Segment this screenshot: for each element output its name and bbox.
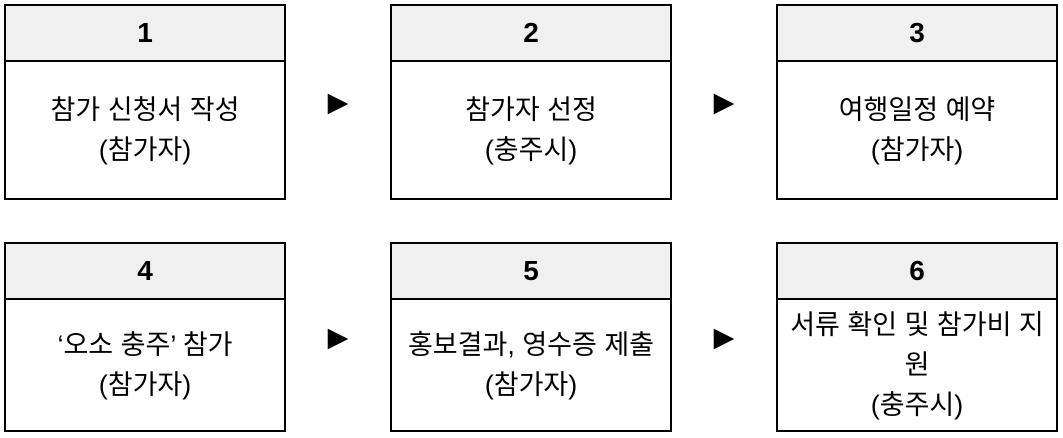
arrow-right-icon: ▶ [713, 86, 735, 117]
step-subtitle-1: (참가자) [98, 135, 192, 165]
step-body-5: 홍보결과, 영수증 제출 (참가자) [392, 300, 670, 430]
step-title-4: ‘오소 충주’ 참가 [57, 330, 233, 360]
step-box-3: 3 여행일정 예약 (참가자) [776, 4, 1058, 200]
arrow-cell-1: ▶ [286, 4, 390, 200]
step-title-1: 참가 신청서 작성 [50, 95, 240, 125]
step-subtitle-3: (참가자) [870, 135, 964, 165]
arrow-cell-3: ▶ [286, 242, 390, 432]
step-number-4: 4 [6, 244, 284, 300]
step-title-6: 서류 확인 및 참가비 지원 [790, 310, 1044, 380]
step-number-3: 3 [778, 6, 1056, 62]
step-number-5: 5 [392, 244, 670, 300]
step-subtitle-6: (충주시) [870, 390, 964, 420]
arrow-right-icon: ▶ [327, 321, 349, 352]
step-body-1: 참가 신청서 작성 (참가자) [6, 62, 284, 198]
step-box-2: 2 참가자 선정 (충주시) [390, 4, 672, 200]
step-title-3: 여행일정 예약 [838, 95, 996, 125]
step-box-6: 6 서류 확인 및 참가비 지원 (충주시) [776, 242, 1058, 432]
step-box-4: 4 ‘오소 충주’ 참가 (참가자) [4, 242, 286, 432]
arrow-cell-2: ▶ [672, 4, 776, 200]
step-body-6: 서류 확인 및 참가비 지원 (충주시) [778, 300, 1056, 430]
step-box-1: 1 참가 신청서 작성 (참가자) [4, 4, 286, 200]
step-subtitle-5: (참가자) [484, 370, 578, 400]
step-body-4: ‘오소 충주’ 참가 (참가자) [6, 300, 284, 430]
flow-row-2: 4 ‘오소 충주’ 참가 (참가자) ▶ 5 홍보결과, 영수증 제출 (참가자… [4, 242, 1058, 432]
step-title-2: 참가자 선정 [465, 95, 597, 125]
arrow-right-icon: ▶ [327, 86, 349, 117]
arrow-right-icon: ▶ [713, 321, 735, 352]
step-subtitle-4: (참가자) [98, 370, 192, 400]
flow-row-1: 1 참가 신청서 작성 (참가자) ▶ 2 참가자 선정 (충주시) ▶ 3 여… [4, 4, 1058, 200]
step-body-2: 참가자 선정 (충주시) [392, 62, 670, 198]
arrow-cell-4: ▶ [672, 242, 776, 432]
step-box-5: 5 홍보결과, 영수증 제출 (참가자) [390, 242, 672, 432]
step-number-1: 1 [6, 6, 284, 62]
step-title-5: 홍보결과, 영수증 제출 [407, 330, 655, 360]
step-number-6: 6 [778, 244, 1056, 300]
step-body-3: 여행일정 예약 (참가자) [778, 62, 1056, 198]
step-subtitle-2: (충주시) [484, 135, 578, 165]
step-number-2: 2 [392, 6, 670, 62]
